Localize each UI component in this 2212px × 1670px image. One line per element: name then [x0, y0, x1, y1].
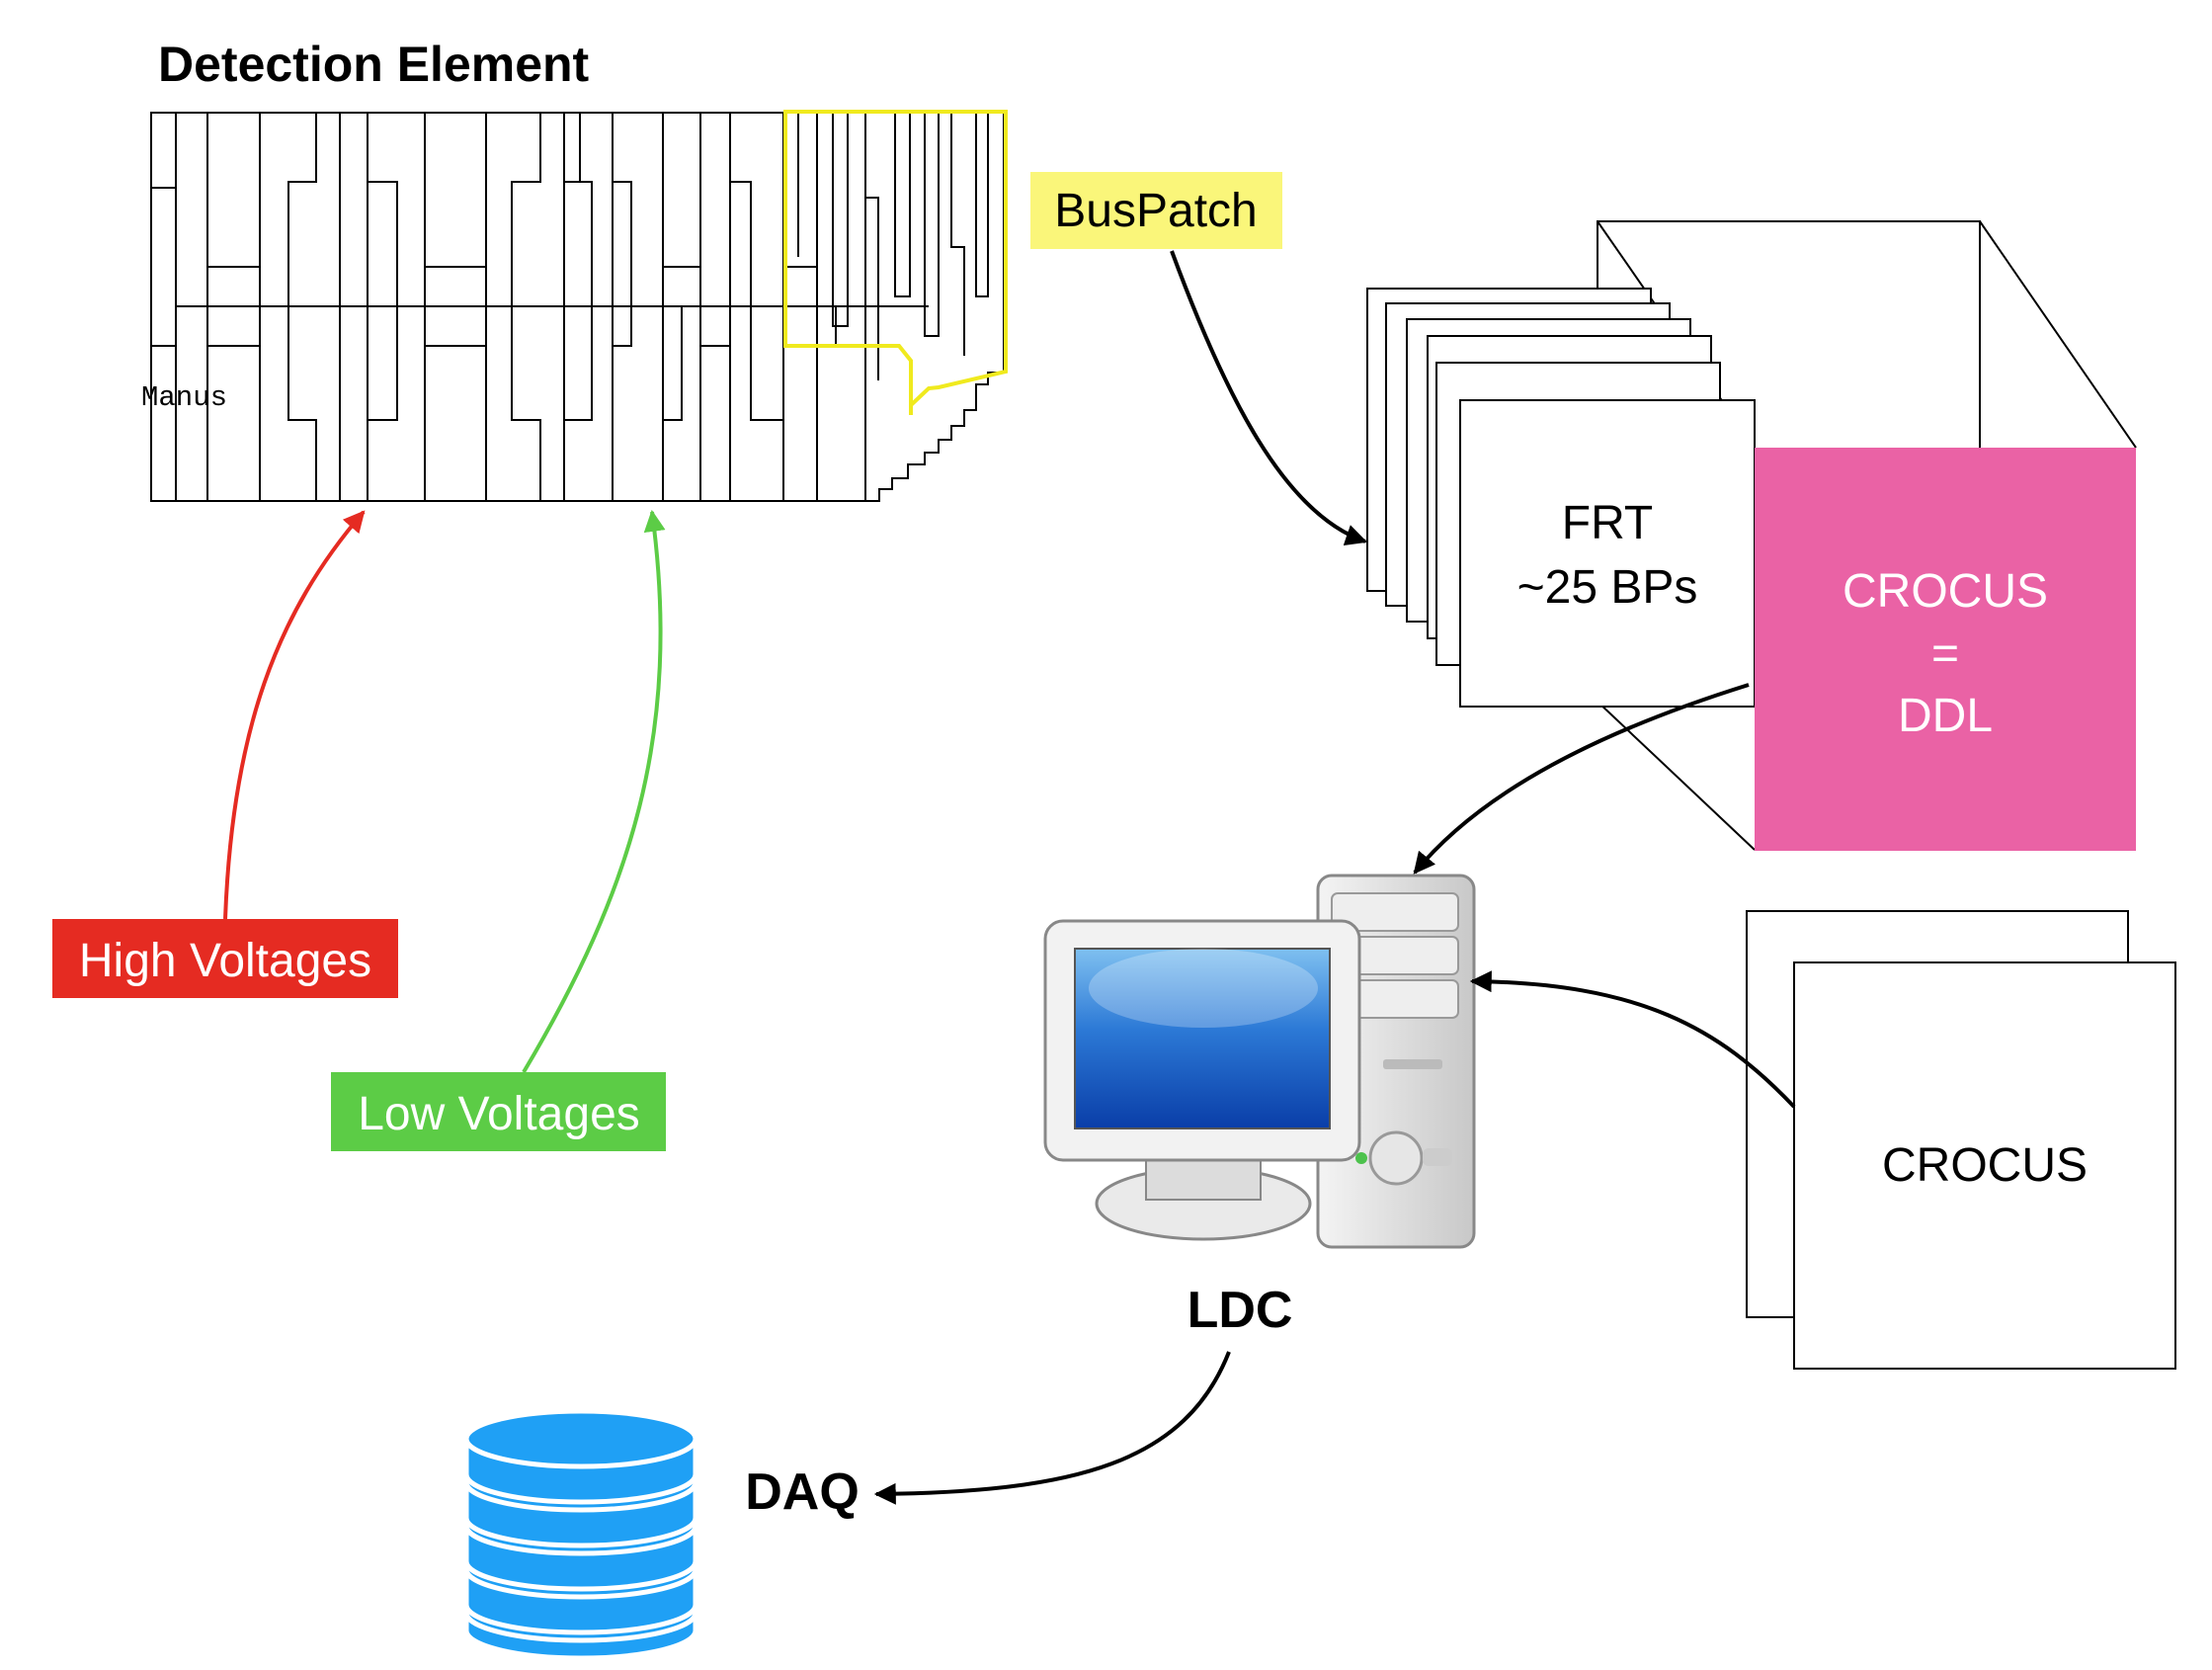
ldc-label: LDC	[1188, 1282, 1293, 1339]
frt-stack	[1366, 288, 1756, 708]
manus-label: Manus	[141, 381, 227, 414]
buspatch-label-bg	[1030, 172, 1282, 249]
low-voltage-arrow	[522, 509, 666, 1074]
buspatch-to-frt-arrow	[1170, 250, 1368, 545]
daq-label: DAQ	[745, 1463, 860, 1521]
ldc-computer-icon	[1043, 874, 1476, 1249]
low-voltage-label-bg	[331, 1072, 666, 1151]
crocus-ddl-box	[1755, 448, 2136, 851]
high-voltage-label: High Voltages	[79, 935, 371, 987]
crocus-stack	[1746, 910, 2176, 1370]
frt-title: FRT	[1562, 497, 1653, 549]
frt-subtitle: ~25 BPs	[1517, 561, 1698, 614]
ldc-to-daq-arrow	[873, 1351, 1231, 1505]
detection-element	[150, 112, 1005, 502]
crocus-label: CROCUS	[1882, 1139, 2088, 1192]
detection-element-title: Detection Element	[158, 37, 590, 92]
low-voltage-label: Low Voltages	[358, 1088, 640, 1140]
crocus-ddl-line3: DDL	[1898, 690, 1993, 742]
buspatch-label: BusPatch	[1054, 185, 1257, 237]
crocus-ddl-to-ldc-arrow	[1413, 683, 1750, 875]
buspatch-highlight	[783, 110, 1008, 415]
crocus-ddl-line1: CROCUS	[1843, 565, 2048, 618]
high-voltage-label-bg	[52, 919, 398, 998]
high-voltage-arrow	[223, 510, 366, 920]
crocus-ddl-line2: =	[1931, 627, 1959, 680]
crocus-to-ldc-arrow	[1469, 970, 1796, 1109]
database-icon	[463, 1408, 698, 1661]
